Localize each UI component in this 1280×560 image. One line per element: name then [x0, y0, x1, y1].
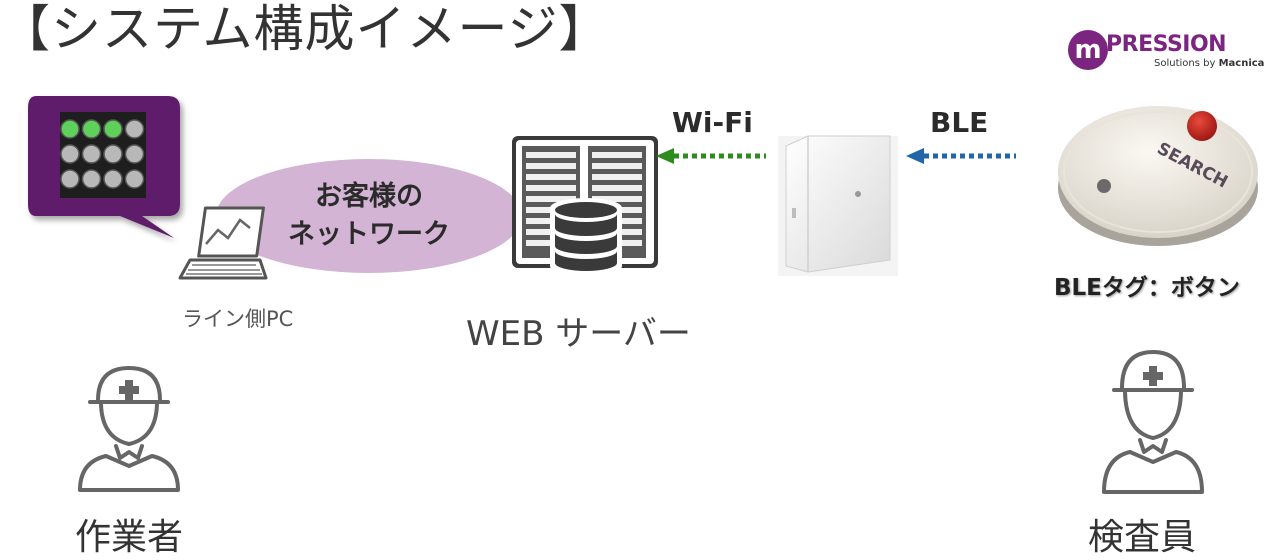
worker-label: 作業者: [75, 517, 184, 558]
rack-slot: [592, 152, 642, 158]
wifi-arrow: [656, 148, 766, 164]
ble-tag-label: BLEタグ：ボタン: [1054, 275, 1240, 301]
rack-slot: [526, 152, 576, 158]
logo-word: PRESSION: [1106, 32, 1227, 57]
status-lamp-off: [103, 144, 123, 164]
status-lamp-off: [81, 169, 102, 189]
status-lamp-off: [81, 144, 102, 164]
web-server-label: WEB サーバー: [466, 314, 691, 354]
status-lamp-off: [124, 144, 145, 164]
status-lamp-off: [60, 169, 80, 189]
status-lamp-off: [103, 169, 123, 189]
status-lamp-off: [124, 169, 145, 189]
page-title: 【システム構成イメージ】: [0, 0, 610, 58]
rack-slot: [526, 163, 576, 169]
wifi-gateway-icon: [778, 135, 898, 276]
dashboard-screen-icon: [60, 112, 146, 198]
ble-label: BLE: [930, 106, 989, 139]
ble-arrow: [906, 148, 1016, 164]
status-lamp-off: [124, 119, 145, 139]
logo-subtitle: Solutions by Macnica: [1154, 58, 1265, 69]
server-rack-icon: [512, 136, 658, 276]
customer-network: お客様の ネットワーク: [216, 159, 522, 273]
line-pc-label: ライン側PC: [182, 307, 294, 331]
laptop-icon: [178, 206, 268, 280]
wifi-label: Wi-Fi: [672, 106, 753, 139]
inspector-helmet-person-icon: [1102, 350, 1204, 494]
rack-slot: [592, 185, 642, 191]
dashboard-callout: [28, 96, 180, 238]
worker-helmet-person-icon: [78, 366, 180, 492]
inspector-label: 検査員: [1088, 517, 1197, 558]
status-lamp-on: [60, 119, 80, 139]
status-lamp-on: [81, 119, 102, 139]
status-lamp-off: [60, 144, 80, 164]
rack-slot: [526, 185, 576, 191]
rack-slot: [526, 174, 576, 180]
network-label-line1: お客様の: [315, 181, 423, 212]
rack-slot: [592, 163, 642, 169]
mpression-logo: m PRESSION Solutions by Macnica: [1068, 28, 1264, 76]
logo-mark: m: [1068, 30, 1108, 70]
status-lamp-on: [103, 119, 123, 139]
ble-tag-button-icon: SEARCH: [1058, 106, 1258, 246]
rack-slot: [526, 196, 576, 202]
rack-slot: [592, 174, 642, 180]
network-label-line2: ネットワーク: [288, 219, 450, 250]
rack-slot: [592, 196, 642, 202]
